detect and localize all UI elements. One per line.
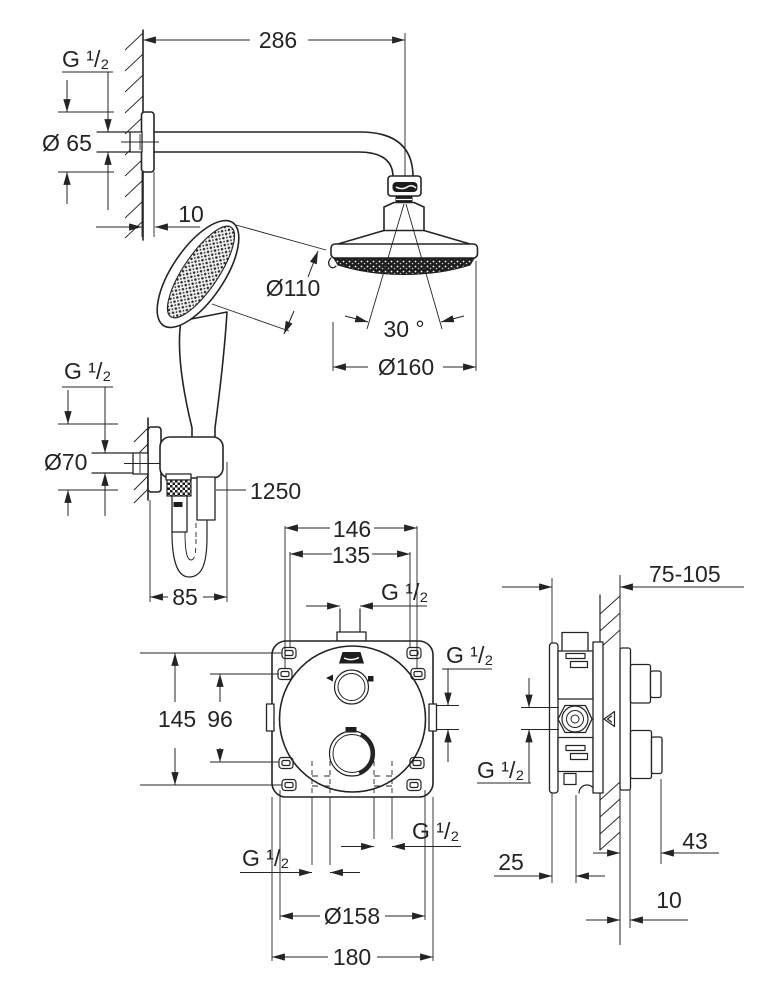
dim-box-bl-g12: G ¹/₂ xyxy=(240,845,360,877)
mounting-plate-circle xyxy=(278,645,427,793)
dim-label-25: 25 xyxy=(498,849,524,875)
shower-holder xyxy=(91,417,224,533)
dim-label-d160: Ø160 xyxy=(378,354,434,380)
dim-box-96: 96 xyxy=(207,673,279,763)
dim-spray-angle-30: 30 ° xyxy=(344,315,465,342)
dim-label-g12-top: G ¹/₂ xyxy=(62,46,109,72)
dim-label-135: 135 xyxy=(332,542,370,568)
dim-label-g12-holder: G ¹/₂ xyxy=(64,358,111,384)
dim-rosette-65: Ø 65 xyxy=(42,80,114,204)
wall-mount-arm xyxy=(96,29,414,241)
rough-in-box xyxy=(271,640,434,798)
dim-label-g12-side: G ¹/₂ xyxy=(477,757,524,783)
dim-label-d110: Ø110 xyxy=(266,275,321,301)
dim-side-25: 25 xyxy=(494,795,605,883)
dim-holder-70: Ø70 xyxy=(44,390,118,516)
dim-label-1250: 1250 xyxy=(250,478,301,504)
dim-label-g12-bl: G ¹/₂ xyxy=(242,845,289,871)
dim-label-g12-box-top: G ¹/₂ xyxy=(381,579,428,605)
hand-shower-face xyxy=(166,225,236,319)
holder-rosette xyxy=(147,426,162,493)
dim-box-158: Ø158 xyxy=(279,790,426,929)
dim-hose-1250: 1250 xyxy=(216,478,301,504)
side-outlet-port xyxy=(557,704,593,734)
side-knobs xyxy=(629,663,663,780)
dim-label-43: 43 xyxy=(682,828,708,854)
dim-handshower-110: Ø110 xyxy=(211,224,327,335)
dim-label-85: 85 xyxy=(172,584,198,610)
side-escutcheon xyxy=(619,647,632,791)
dim-box-135: 135 xyxy=(289,542,411,648)
dim-label-75-105: 75-105 xyxy=(649,561,721,587)
hose xyxy=(171,519,208,578)
dim-label-d65: Ø 65 xyxy=(42,130,92,156)
volume-knob xyxy=(328,727,376,777)
dim-label-g12-box-right: G ¹/₂ xyxy=(446,642,493,668)
mixer-side-view xyxy=(548,575,663,945)
dim-head-160: Ø160 xyxy=(332,261,477,380)
spray-face xyxy=(333,258,475,276)
dim-rosette-depth-10: 10 xyxy=(96,172,204,237)
dim-side-75-105: 75-105 xyxy=(502,561,744,883)
dim-label-96: 96 xyxy=(207,706,233,732)
hand-shower xyxy=(156,219,240,441)
mixer-front-view xyxy=(265,608,438,865)
dim-label-146: 146 xyxy=(333,516,371,542)
dim-label-180: 180 xyxy=(333,944,371,970)
hose-nut xyxy=(166,479,192,497)
shower-head-rim xyxy=(330,243,479,259)
dim-label-g12-br: G ¹/₂ xyxy=(412,818,459,844)
dim-box-br-g12: G ¹/₂ xyxy=(341,818,461,851)
dim-holder-g12: G ¹/₂ xyxy=(62,358,113,516)
dim-top-g12: G ¹/₂ xyxy=(62,46,113,210)
dim-box-180: 180 xyxy=(271,797,434,970)
dim-box-right-g12: G ¹/₂ xyxy=(437,642,493,762)
overhead-shower xyxy=(328,175,479,330)
temperature-knob xyxy=(326,652,374,705)
dim-side-10: 10 xyxy=(586,790,688,928)
dim-box-145: 145 xyxy=(140,652,282,786)
dim-side-g12: G ¹/₂ xyxy=(477,678,559,784)
dim-arm-length-286: 286 xyxy=(143,27,406,176)
dim-side-43: 43 xyxy=(593,779,719,864)
dim-label-145: 145 xyxy=(158,706,196,732)
screw-holes xyxy=(277,646,426,792)
dim-label-286: 286 xyxy=(259,27,297,53)
dim-label-10-side: 10 xyxy=(656,887,682,913)
dim-label-d70: Ø70 xyxy=(44,449,87,475)
dim-label-30: 30 ° xyxy=(383,316,424,342)
dim-label-10-top: 10 xyxy=(178,201,204,227)
dim-box-top-g12: G ¹/₂ xyxy=(306,579,428,610)
dim-box-146: 146 xyxy=(284,516,418,668)
dim-label-d158: Ø158 xyxy=(324,903,380,929)
holder-body xyxy=(159,436,224,479)
dim-holder-85: 85 xyxy=(149,462,228,610)
